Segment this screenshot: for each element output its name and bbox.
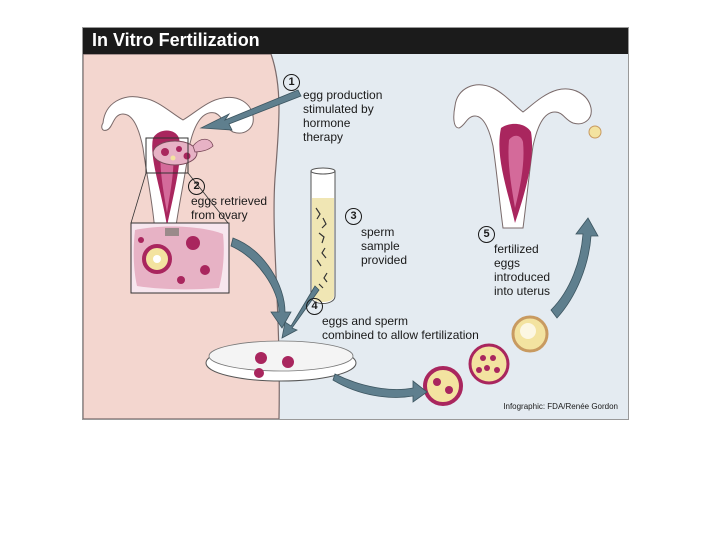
right-uterus-diagram — [453, 84, 602, 229]
step-5-marker: 5 — [478, 226, 495, 243]
ovary — [152, 138, 214, 166]
step-1-marker: 1 — [283, 74, 300, 91]
step-4-marker: 4 — [306, 298, 323, 315]
credit-line: Infographic: FDA/Renée Gordon — [503, 402, 618, 411]
step-1-label: egg production stimulated by hormone the… — [303, 88, 383, 144]
arrow-embryo-to-uterus — [550, 217, 599, 319]
step-3-label: sperm sample provided — [361, 225, 408, 267]
step-2-label: eggs retrieved from ovary — [191, 194, 268, 222]
petri-dish — [205, 340, 357, 382]
ovary-zoom-box — [130, 222, 230, 294]
ovary-zoom-box-small — [145, 137, 189, 174]
step-2-marker: 2 — [188, 178, 205, 195]
step-4-label: eggs and sperm combined to allow fertili… — [322, 314, 479, 342]
arrow-dish-to-embryo — [332, 373, 428, 403]
step-3-marker: 3 — [345, 208, 362, 225]
figure-title: In Vitro Fertilization — [92, 30, 260, 50]
arrow-step-1 — [199, 89, 302, 131]
sperm-test-tube — [310, 167, 336, 304]
step-5-label: fertilized eggs introduced into uterus — [494, 242, 551, 298]
ivf-infographic: In Vitro Fertilization 1 egg production … — [82, 27, 629, 420]
embryo-stages — [423, 315, 549, 406]
title-bar: In Vitro Fertilization — [83, 28, 628, 54]
arrow-ovary-to-dish — [230, 237, 292, 329]
